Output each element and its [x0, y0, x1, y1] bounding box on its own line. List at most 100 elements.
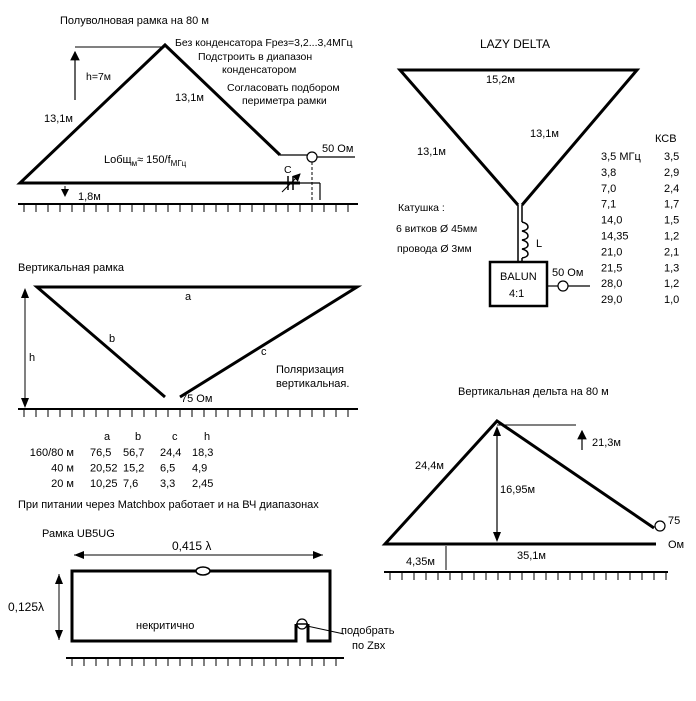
apex-height-label: 21,3м	[592, 437, 621, 449]
swr-header: КСВ	[655, 133, 677, 145]
side-a-label: a	[185, 291, 192, 303]
vertical-delta-title: Вертикальная дельта на 80 м	[458, 386, 609, 398]
coil-label: L	[536, 238, 542, 250]
lazy-delta-title: LAZY DELTA	[480, 37, 550, 51]
loading-coil-icon	[521, 221, 529, 259]
swr-value-cell: 2,9	[664, 167, 679, 179]
left-length: 13,1м	[417, 146, 446, 158]
swr-frequency-cell: 21,0	[601, 246, 622, 258]
capacitor-label: C	[284, 164, 292, 176]
balun-label: BALUN	[500, 271, 537, 283]
vertical-arrow-bottom	[493, 532, 501, 542]
dimension-value-cell: 56,7	[123, 447, 144, 459]
swr-value-cell: 1,2	[664, 231, 679, 243]
length-formula: Lобщм≈ 150/fМГц	[104, 154, 187, 168]
delta-coax-connector-icon	[654, 520, 666, 532]
coil-spec-line1: Катушка :	[398, 202, 445, 214]
dimension-value-cell: 2,45	[192, 478, 213, 490]
vertical-loop-title: Вертикальная рамка	[18, 262, 125, 274]
dimension-value-cell: 3,3	[160, 478, 175, 490]
swr-value-cell: 2,1	[664, 246, 679, 258]
vertical-loop-feed-label: 75 Ом	[181, 393, 212, 405]
width-label: 0,415 λ	[172, 539, 211, 553]
dimension-header-cell: b	[135, 431, 141, 443]
swr-value-cell: 3,5	[664, 151, 679, 163]
swr-value-cell: 2,4	[664, 183, 679, 195]
dimension-header-cell: c	[172, 431, 178, 443]
vertical-loop-diagram: Вертикальная рамка h a b c Поляризация в…	[18, 262, 363, 511]
dimension-value-cell: 4,9	[192, 463, 207, 475]
dimension-value-cell: 76,5	[90, 447, 111, 459]
swr-value-cell: 1,0	[664, 294, 679, 306]
ub5ug-loop-wire	[70, 569, 332, 643]
half-wave-loop-wire	[16, 42, 300, 185]
polarization-line1: Поляризация	[276, 364, 344, 376]
matchbox-note: При питании через Matchbox работает и на…	[18, 499, 319, 511]
side-c-label: c	[261, 346, 267, 358]
loop-height-label: h	[29, 352, 35, 364]
side-b-label: b	[109, 333, 115, 345]
dimension-value-cell: 15,2	[123, 463, 144, 475]
left-side-length: 13,1м	[44, 113, 73, 125]
vertical-arrow-top	[493, 426, 501, 436]
height-arrow-bottom	[21, 398, 29, 408]
match-note-line1: Согласовать подбором	[227, 82, 340, 94]
ub5ug-height-label: 0,125λ	[8, 600, 44, 614]
ub5ug-coax-connector-icon	[296, 618, 308, 630]
swr-frequency-cell: 28,0	[601, 278, 622, 290]
vertical-loop-wire	[32, 285, 363, 399]
delta-base-label: 35,1м	[517, 550, 546, 562]
tune-note-line2: конденсатором	[222, 64, 296, 76]
height-arrow-top	[21, 288, 29, 298]
width-arrow-left	[74, 551, 84, 559]
vertical-delta-wire	[381, 419, 656, 546]
half-wave-loop-diagram: Полуволновая рамка на 80 м Без конденсат…	[16, 15, 358, 212]
vertical-delta-diagram: Вертикальная дельта на 80 м 21,3м 16,95м…	[381, 386, 684, 580]
ground-symbol	[384, 571, 668, 580]
dimension-value-cell: 10,25	[90, 478, 118, 490]
ground-height-label: 1,8м	[78, 191, 101, 203]
swr-frequency-cell: 14,0	[601, 215, 622, 227]
delta-feed-value: 75	[668, 515, 680, 527]
ub5ug-loop-diagram: Рамка UB5UG 0,415 λ подобрать по Zвх нек…	[8, 528, 395, 666]
base-height-label: 4,35м	[406, 556, 435, 568]
width-arrow-right	[313, 551, 323, 559]
vertical-height-label: 16,95м	[500, 484, 535, 496]
right-side-length: 13,1м	[175, 92, 204, 104]
balun-feed-label: 50 Ом	[552, 267, 583, 279]
swr-frequency-cell: 29,0	[601, 294, 622, 306]
polarization-line2: вертикальная.	[276, 378, 349, 390]
tune-note-line1: Подстроить в диапазон	[198, 51, 312, 63]
feed-impedance-label: 50 Ом	[322, 143, 353, 155]
swr-frequency-cell: 21,5	[601, 262, 622, 274]
swr-frequency-cell: 7,0	[601, 183, 616, 195]
ground-symbol	[18, 408, 358, 417]
lazy-delta-diagram: LAZY DELTA 15,2м 13,1м 13,1м L Катушка :…	[396, 37, 679, 308]
balun-coax-connector-icon	[557, 280, 569, 292]
dimension-value-cell: 18,3	[192, 447, 213, 459]
swr-value-cell: 1,3	[664, 262, 679, 274]
ub5ug-height-arrow-top	[55, 574, 63, 584]
dimension-header-cell: h	[204, 431, 210, 443]
dimension-value-cell: 24,4	[160, 447, 181, 459]
resonance-note: Без конденсатора Fрез=3,2...3,4МГц	[175, 37, 353, 49]
ground-symbol	[66, 657, 344, 666]
match-note-line2: периметра рамки	[242, 95, 327, 107]
swr-value-cell: 1,2	[664, 278, 679, 290]
ground-symbol	[18, 203, 358, 212]
dimension-band-cell: 40 м	[51, 463, 74, 475]
ub5ug-title: Рамка UB5UG	[42, 528, 115, 540]
coil-spec-line2: 6 витков Ø 45мм	[396, 223, 477, 235]
top-length: 15,2м	[486, 74, 515, 86]
dimension-band-cell: 160/80 м	[30, 447, 74, 459]
balun-ratio: 4:1	[509, 288, 524, 300]
adjust-note-line1: подобрать	[341, 625, 395, 637]
adjust-pointer	[306, 625, 345, 635]
delta-feed-unit: Ом	[668, 539, 684, 551]
dimension-value-cell: 20,52	[90, 463, 118, 475]
swr-frequency-cell: 3,5 МГц	[601, 151, 641, 163]
swr-frequency-cell: 3,8	[601, 167, 616, 179]
